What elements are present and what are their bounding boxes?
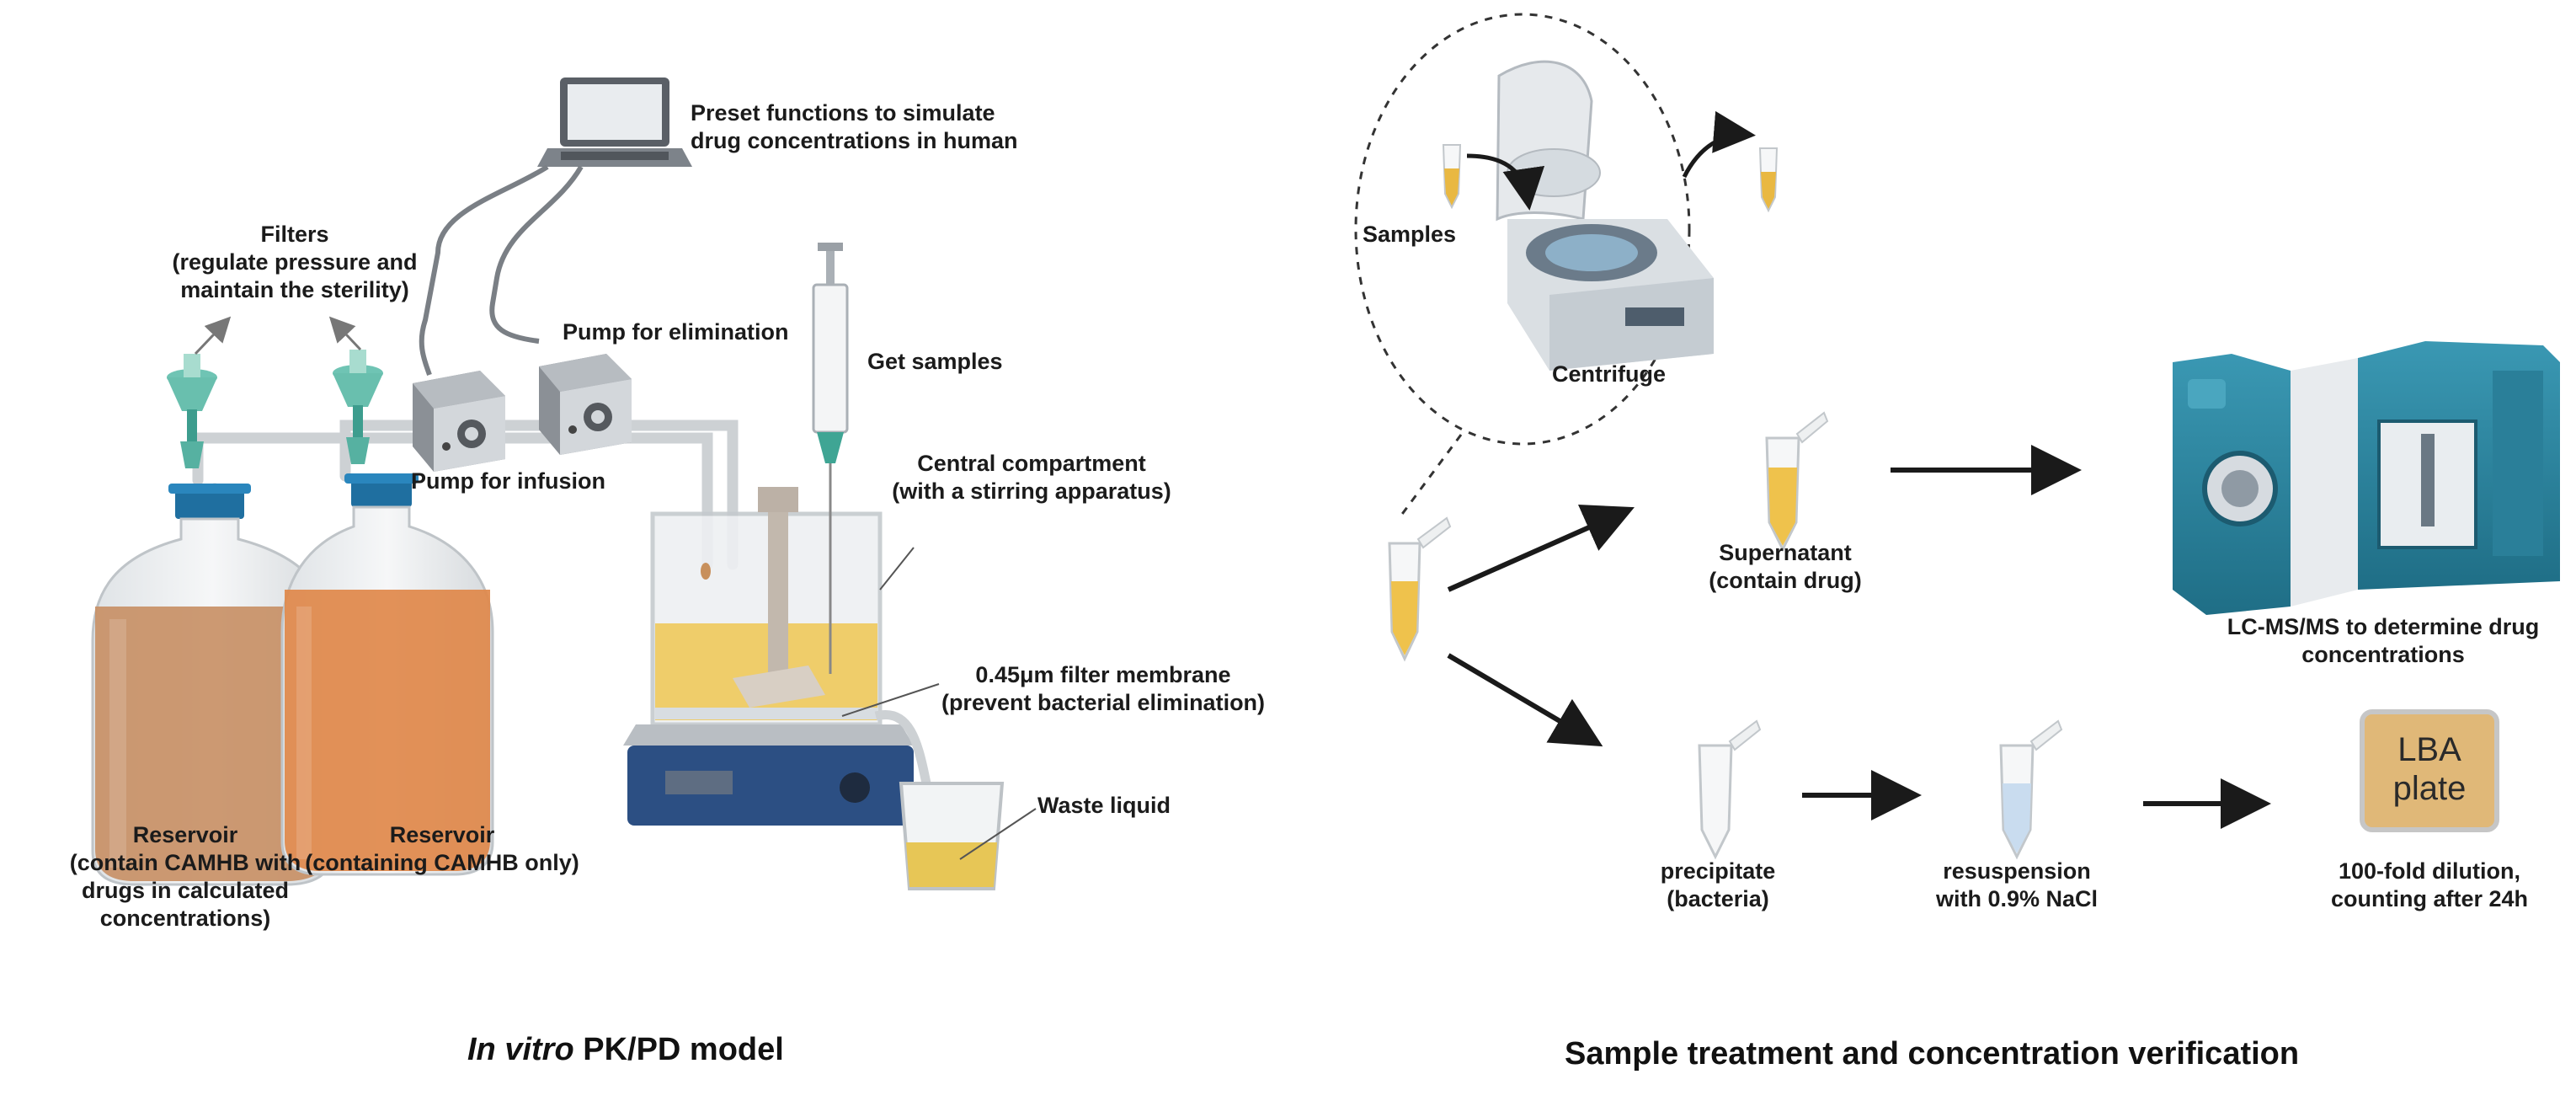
laptop-label-line: Preset functions to simulate (691, 100, 995, 126)
left-panel-title-rest: PK/PD model (573, 1032, 784, 1067)
infusion-pump-icon (413, 371, 505, 472)
resuspension-label-line: with 0.9% NaCl (1935, 886, 2099, 911)
dilution-label-line: 100-fold dilution, (2339, 858, 2520, 884)
precipitate-tube-icon (1698, 719, 1762, 860)
central-compartment-label-line: Central compartment (917, 451, 1146, 476)
reservoir-1-label-line: drugs in calculated (81, 878, 290, 903)
lba-plate-text: LBA plate (2362, 730, 2497, 808)
reservoir-1-label-line: concentrations) (99, 906, 271, 931)
left-panel-title: In vitro PK/PD model (467, 1032, 784, 1068)
laptop-icon (537, 77, 692, 167)
waste-tube (874, 710, 931, 785)
lcms-label: LC-MS/MS to determine drug concentration… (2215, 613, 2552, 669)
lcms-instrument-icon (2173, 341, 2560, 615)
resuspension-label: resuspension with 0.9% NaCl (1916, 858, 2118, 913)
reservoir-1-label-line: Reservoir (132, 822, 238, 847)
lba-plate-text-line: plate (2392, 770, 2467, 807)
lba-plate-text-line: LBA (2397, 731, 2461, 768)
source-tube-icon (1388, 516, 1452, 662)
pump-elimination-label: Pump for elimination (563, 319, 789, 345)
precipitate-label-line: precipitate (1660, 858, 1776, 884)
reservoir-2-label: Reservoir (containing CAMHB only) (291, 821, 594, 877)
filters-label-line: (regulate pressure and (172, 249, 418, 275)
syringe-filter-icon (167, 354, 217, 468)
supernatant-tube-icon (1765, 411, 1829, 553)
resuspension-label-line: resuspension (1943, 858, 2091, 884)
control-cable (489, 165, 584, 344)
reservoir-2-label-line: (containing CAMHB only) (305, 850, 579, 875)
filter-membrane-label: 0.45μm filter membrane (prevent bacteria… (926, 661, 1280, 717)
samples-label: Samples (1363, 222, 1457, 247)
central-compartment-label: Central compartment (with a stirring app… (867, 450, 1196, 505)
left-panel-title-italic: In vitro (467, 1032, 574, 1067)
sampling-syringe-icon (812, 243, 849, 674)
waste-beaker-icon (899, 782, 1005, 890)
lcms-label-line: concentrations (2301, 642, 2465, 667)
lcms-label-line: LC-MS/MS to determine drug (2227, 614, 2540, 639)
supernatant-label-line: (contain drug) (1709, 568, 1862, 593)
laptop-label: Preset functions to simulate drug concen… (691, 99, 1018, 155)
dilution-label-line: counting after 24h (2330, 886, 2529, 911)
right-panel-workflow (1354, 13, 2560, 860)
centrifuge-callout-circle (1354, 13, 1691, 446)
right-panel-title: Sample treatment and concentration verif… (1565, 1036, 2300, 1072)
supernatant-label-line: Supernatant (1719, 540, 1852, 565)
pump-infusion-label: Pump for infusion (411, 468, 605, 494)
filter-membrane-label-line: 0.45μm filter membrane (975, 662, 1231, 687)
left-panel-apparatus (91, 77, 1037, 890)
supernatant-label: Supernatant (contain drug) (1672, 539, 1899, 595)
filters-label: Filters (regulate pressure and maintain … (126, 221, 463, 304)
precipitate-label-line: (bacteria) (1667, 886, 1769, 911)
sample-tube-icon (1442, 144, 1462, 210)
filters-label-line: maintain the sterility) (180, 277, 409, 302)
syringe-filter-icon (333, 350, 383, 464)
reservoir-1-label-line: (contain CAMHB with (69, 850, 301, 875)
waste-liquid-label: Waste liquid (1037, 793, 1171, 818)
control-cable (419, 164, 549, 376)
resuspension-tube-icon (1999, 719, 2063, 860)
dilution-label: 100-fold dilution, counting after 24h (2295, 858, 2564, 913)
central-compartment-label-line: (with a stirring apparatus) (892, 478, 1171, 504)
reservoir-2-label-line: Reservoir (389, 822, 495, 847)
elimination-pump-icon (539, 354, 632, 455)
filters-label-line: Filters (260, 222, 329, 247)
centrifuge-icon (1496, 60, 1714, 371)
reservoir-bottle-2 (280, 473, 494, 876)
get-samples-label: Get samples (867, 349, 1003, 374)
centrifuge-label: Centrifuge (1552, 361, 1666, 387)
lba-plate-icon (2360, 709, 2499, 832)
precipitate-label: precipitate (bacteria) (1625, 858, 1811, 913)
filter-membrane-label-line: (prevent bacterial elimination) (941, 690, 1266, 715)
sample-tube-icon (1758, 147, 1779, 213)
reservoir-bottle-1 (91, 484, 334, 886)
reservoir-1-label: Reservoir (contain CAMHB with drugs in c… (46, 821, 324, 933)
central-compartment (650, 243, 883, 727)
magnetic-stirrer-icon (623, 724, 914, 826)
laptop-label-line: drug concentrations in human (691, 128, 1018, 153)
